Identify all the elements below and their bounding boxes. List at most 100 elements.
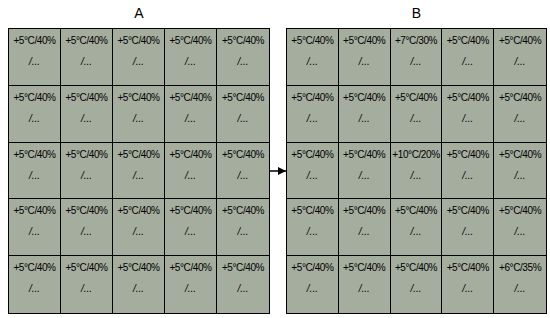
cell-reading: +7°C/30% [395,35,437,47]
grid-cell: +6°C/35% /... [494,256,546,313]
cell-note: /... [307,56,318,68]
cell-reading: +5°C/40% [117,92,159,104]
cell-reading: +5°C/40% [343,205,385,217]
cell-note: /... [237,56,248,68]
grid-panel: B+5°C/40%/...+5°C/40%/...+7°C/30%/...+5°… [286,28,547,314]
grid-cell: +5°C/40% /... [61,199,113,256]
grid-title: A [9,5,269,21]
cell-note: /... [410,170,421,182]
cell-note: /... [410,283,421,295]
grid-cell: +5°C/40% /... [494,29,546,86]
cell-reading: +5°C/40% [447,92,489,104]
cell-reading: +5°C/40% [499,149,541,161]
cell-reading: +5°C/40% [291,205,333,217]
cell-note: /... [307,226,318,238]
grid-cell: +5°C/40% /... [9,199,61,256]
cell-note: /... [29,226,40,238]
cell-note: /... [462,56,473,68]
grid-cell: +5°C/40%/... [165,256,217,313]
grid-cell: +10°C/20%/... [391,143,443,200]
cell-note: /... [359,113,370,125]
cell-reading: +5°C/40% [222,262,264,274]
cell-reading: +5°C/40% [222,92,264,104]
cell-reading: +5°C/40% [65,92,107,104]
cell-reading: +5°C/40% [222,205,264,217]
cell-reading: +5°C/40% [13,92,55,104]
cell-reading: +5°C/40% [117,205,159,217]
cell-note: /... [462,283,473,295]
grid-cell: +5°C/40%/... [165,199,217,256]
cell-note: /... [29,170,40,182]
cell-reading: +5°C/40% [117,35,159,47]
cell-note: /... [515,56,526,68]
grid-cell: +5°C/40% /... [494,86,546,143]
grid-cell: +5°C/40%/... [217,256,269,313]
grid-cell: +5°C/40%/... [442,143,494,200]
grid-cell: +5°C/40%/... [339,143,391,200]
cell-reading: +5°C/40% [65,205,107,217]
grid-cell: +5°C/40%/... [287,29,339,86]
cell-note: /... [133,113,144,125]
grid-cell: +5°C/40%/... [339,256,391,313]
grid-cell: +5°C/40%/... [339,29,391,86]
grid-cell: +5°C/40% /... [494,199,546,256]
grid-cell: +5°C/40%/... [217,86,269,143]
grid-cell: +5°C/40%/... [61,256,113,313]
cell-note: /... [81,226,92,238]
cell-note: /... [133,56,144,68]
grid-cell: +5°C/40% /... [442,256,494,313]
cell-reading: +5°C/40% [13,262,55,274]
cell-reading: +5°C/40% [13,35,55,47]
grid-cell: +5°C/40% /... [217,199,269,256]
grid-cell: +5°C/40%/... [113,143,165,200]
cell-reading: +5°C/40% [117,262,159,274]
connector-arrow [270,170,286,172]
cell-reading: +5°C/40% [343,262,385,274]
cell-reading: +6°C/35% [499,262,541,274]
cell-note: /... [237,226,248,238]
cell-reading: +5°C/40% [343,35,385,47]
grid-cell: +5°C/40%/... [165,29,217,86]
grid-cell: +5°C/40%/... [391,199,443,256]
cell-reading: +5°C/40% [499,92,541,104]
cell-reading: +5°C/40% [499,35,541,47]
cell-reading: +5°C/40% [395,205,437,217]
cell-reading: +5°C/40% [499,205,541,217]
grid-cell: +5°C/40%/... [165,86,217,143]
cell-reading: +5°C/40% [395,92,437,104]
cell-note: /... [29,113,40,125]
cell-reading: +5°C/40% [65,262,107,274]
grid-title: B [287,5,546,21]
grid-panel: A+5°C/40%/...+5°C/40%/...+5°C/40%/...+5°… [8,28,270,314]
cell-reading: +5°C/40% [13,205,55,217]
cell-note: /... [185,226,196,238]
grid-cell: +5°C/40%/... [494,143,546,200]
grid-cell: +5°C/40%/... [217,29,269,86]
cell-note: /... [515,226,526,238]
cell-note: /... [410,113,421,125]
cell-note: /... [185,113,196,125]
cell-note: /... [462,170,473,182]
grid-cell: +5°C/40%/... [165,143,217,200]
cell-note: /... [515,283,526,295]
cell-note: /... [359,226,370,238]
cell-note: /... [237,170,248,182]
grid-cell: +5°C/40%/... [442,199,494,256]
grid-cell: +5°C/40%/... [9,29,61,86]
cell-note: /... [307,113,318,125]
cell-reading: +5°C/40% [291,92,333,104]
cell-reading: +5°C/40% [13,149,55,161]
grid-cell: +5°C/40%/... [113,199,165,256]
cell-reading: +5°C/40% [343,149,385,161]
cell-note: /... [133,283,144,295]
cell-note: /... [515,113,526,125]
cell-reading: +5°C/40% [169,35,211,47]
cell-note: /... [462,113,473,125]
cell-note: /... [410,56,421,68]
cell-reading: +5°C/40% [447,262,489,274]
cell-reading: +5°C/40% [395,262,437,274]
cell-note: /... [29,283,40,295]
cell-reading: +5°C/40% [65,149,107,161]
cell-reading: +5°C/40% [343,92,385,104]
